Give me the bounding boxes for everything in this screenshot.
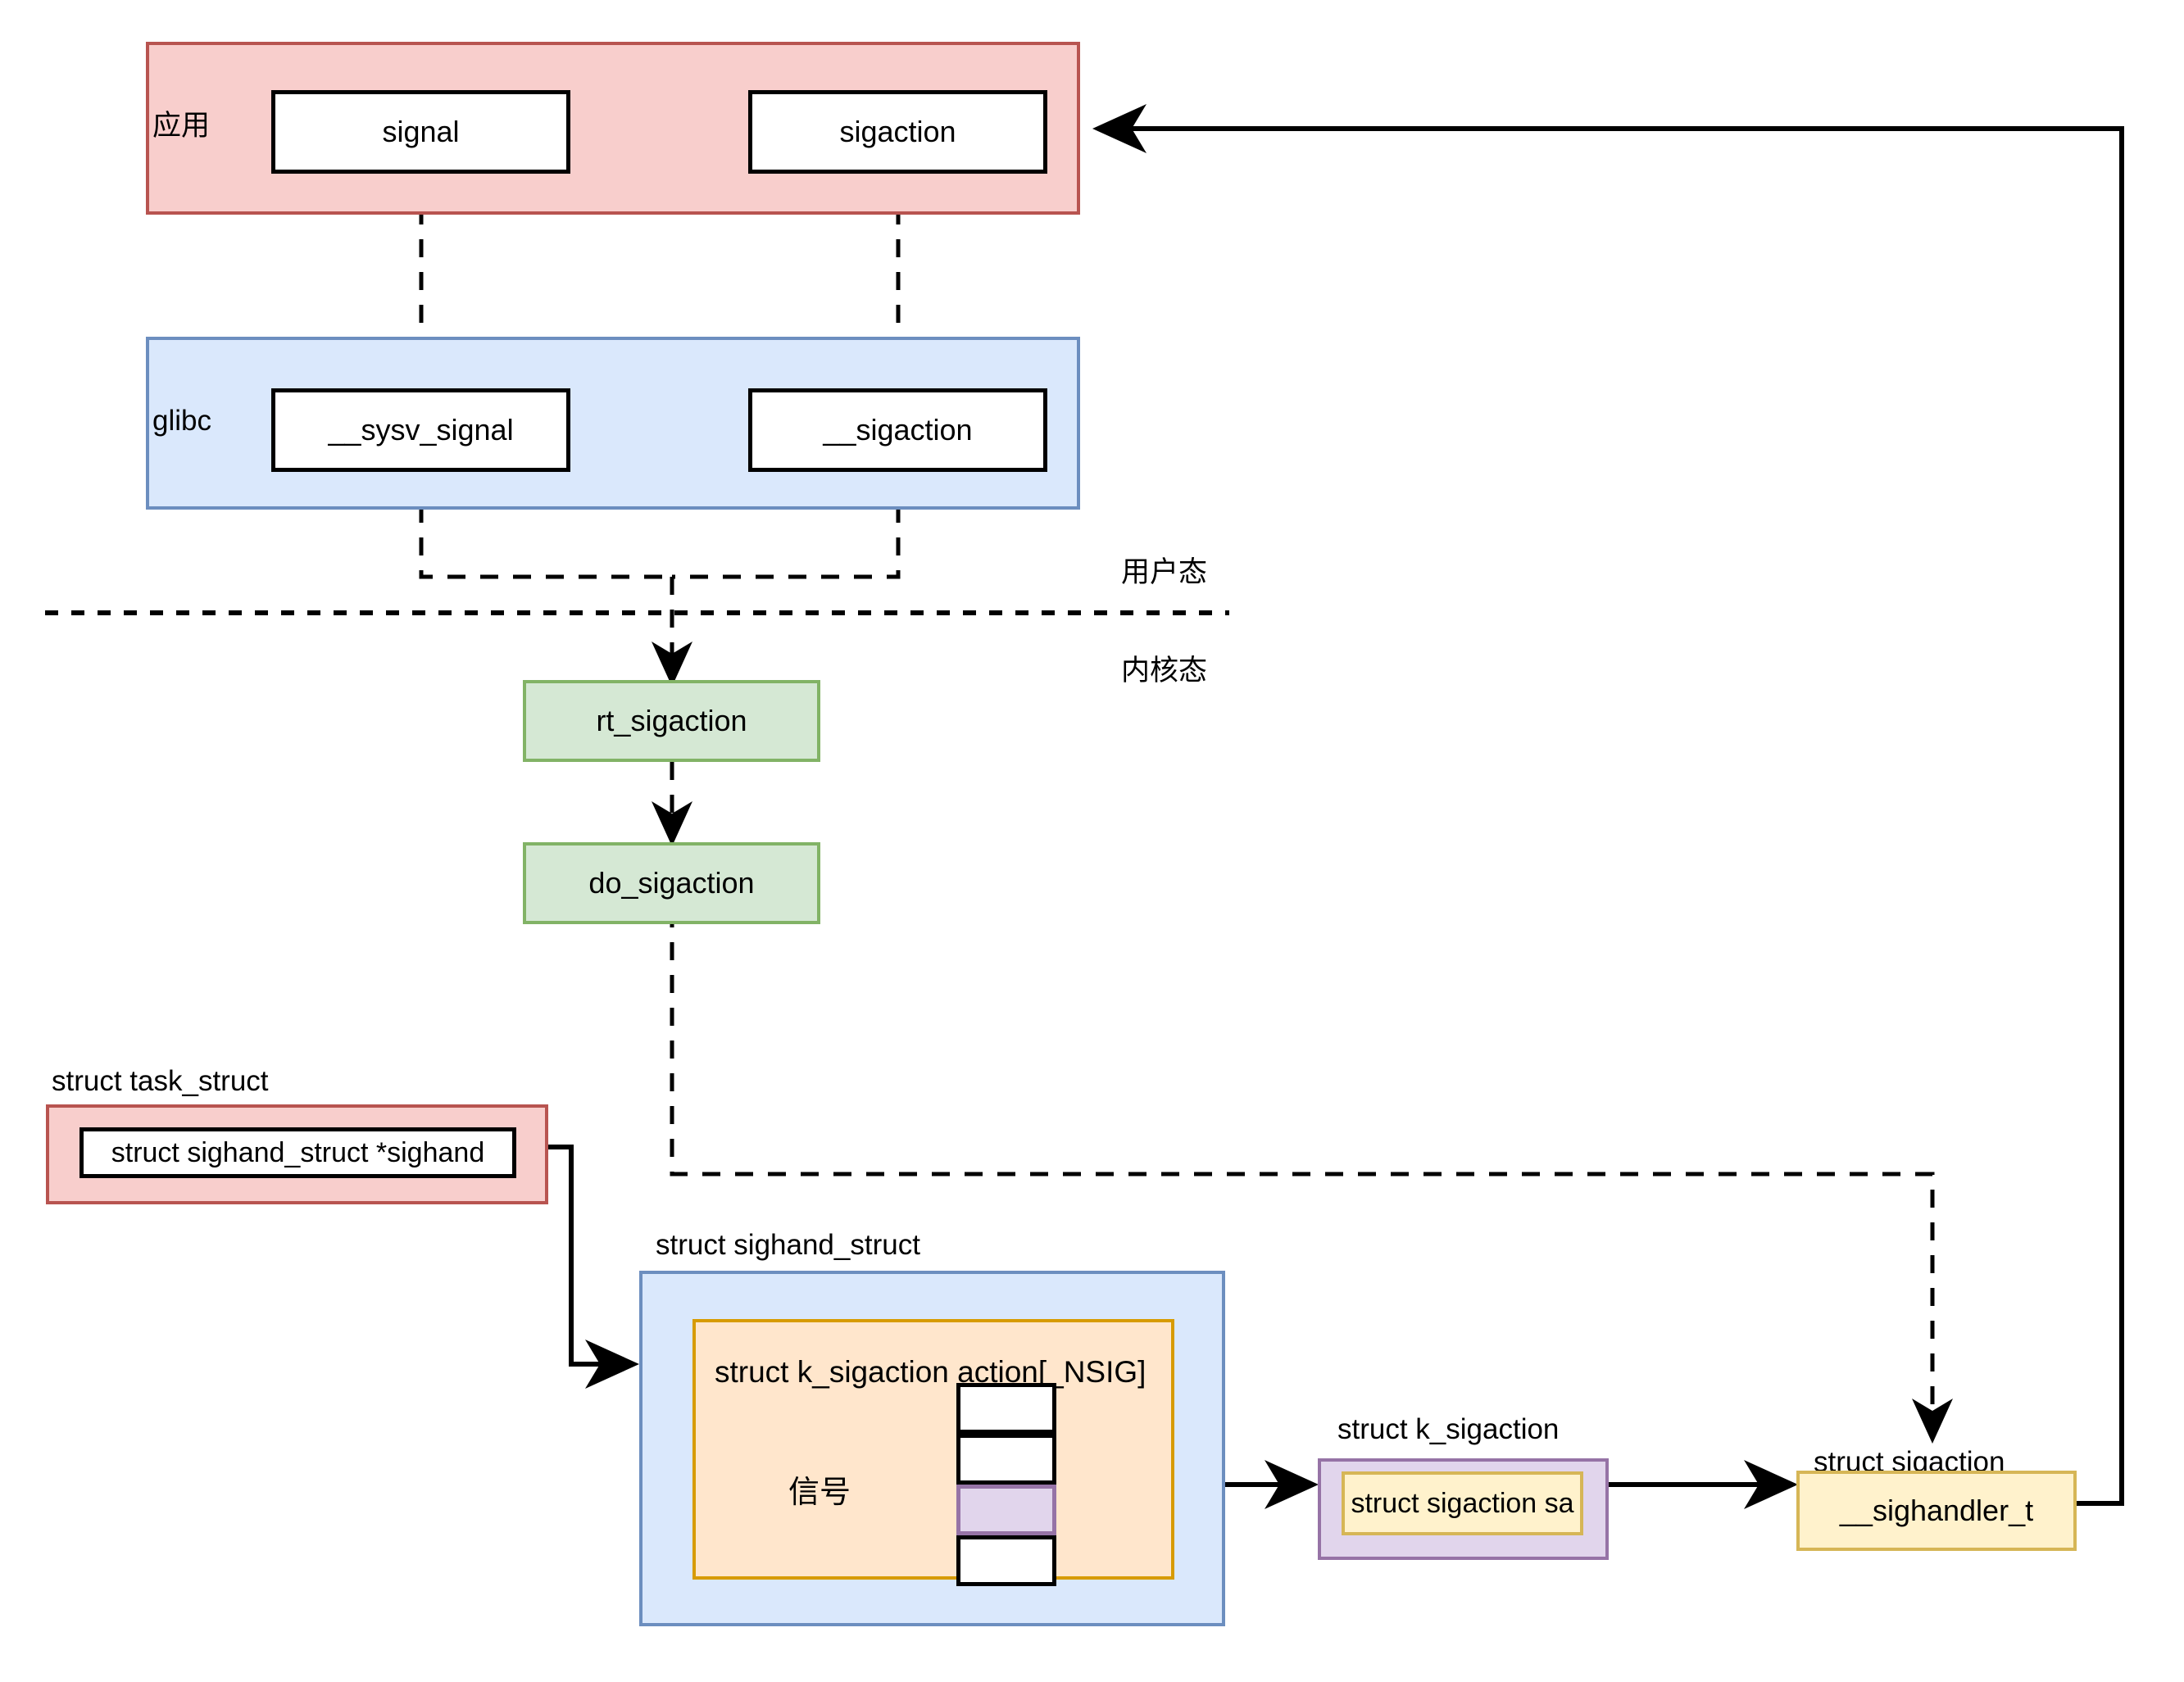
sighand-struct-caption: struct sighand_struct <box>656 1229 920 1261</box>
node-sigaction[interactable]: sigaction <box>748 90 1047 174</box>
field-sigaction-sa-label: struct sigaction sa <box>1351 1487 1574 1519</box>
layer-glibc-label: glibc <box>152 405 211 437</box>
field-sighand-pointer[interactable]: struct sighand_struct *sighand <box>79 1127 516 1178</box>
node-__sigaction-label: __sigaction <box>823 413 973 447</box>
node-signal-label: signal <box>382 115 460 148</box>
array-cell-0[interactable] <box>956 1383 1056 1434</box>
signal-arrow-label: 信号 <box>788 1476 851 1510</box>
kernel-mode-label: 内核态 <box>1121 655 1208 687</box>
user-mode-label: 用户态 <box>1121 556 1208 588</box>
node-sigaction-label: sigaction <box>839 115 956 148</box>
array-k-sigaction-action-title: struct k_sigaction action[_NSIG] <box>715 1355 1146 1389</box>
array-cell-1[interactable] <box>956 1434 1056 1485</box>
node-do-sigaction-label: do_sigaction <box>588 866 755 900</box>
node-signal[interactable]: signal <box>271 90 570 174</box>
k-sigaction-caption: struct k_sigaction <box>1337 1413 1560 1445</box>
array-cell-2-selected[interactable] <box>956 1485 1056 1535</box>
node-sysv-signal[interactable]: __sysv_signal <box>271 388 570 472</box>
task-struct-caption: struct task_struct <box>52 1065 269 1097</box>
field-sighand-pointer-label: struct sighand_struct *sighand <box>111 1136 485 1168</box>
layer-application-label: 应用 <box>152 110 211 142</box>
edge-sighandler-to-app <box>1092 104 2124 1506</box>
field-sighandler-t[interactable]: __sighandler_t <box>1796 1471 2077 1551</box>
node-rt-sigaction[interactable]: rt_sigaction <box>523 680 820 762</box>
node-sysv-signal-label: __sysv_signal <box>328 413 514 447</box>
array-k-sigaction-action <box>692 1319 1174 1580</box>
node-rt-sigaction-label: rt_sigaction <box>596 704 747 737</box>
array-cell-3[interactable] <box>956 1535 1056 1586</box>
node-do-sigaction[interactable]: do_sigaction <box>523 842 820 924</box>
node-__sigaction[interactable]: __sigaction <box>748 388 1047 472</box>
field-sighandler-t-label: __sighandler_t <box>1839 1494 2034 1527</box>
field-sigaction-sa[interactable]: struct sigaction sa <box>1342 1471 1583 1535</box>
